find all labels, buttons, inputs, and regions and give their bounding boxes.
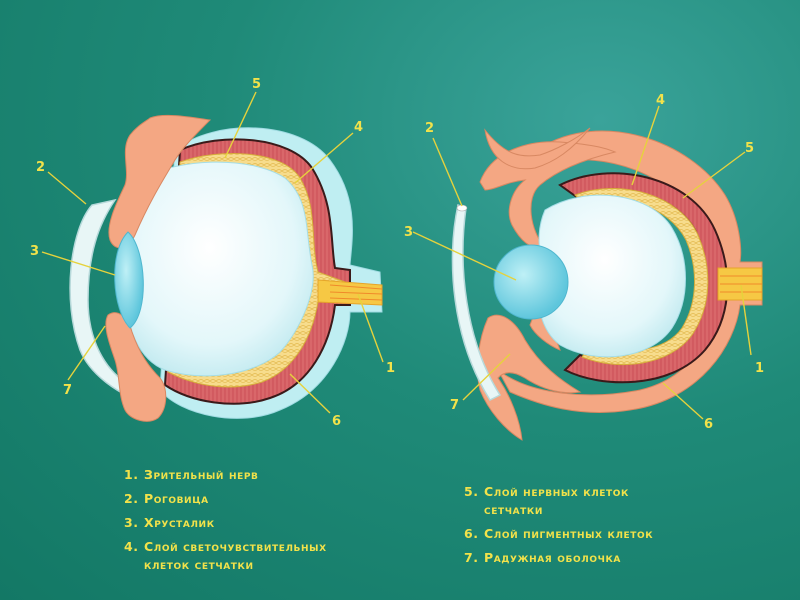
right-eye-pointers xyxy=(412,105,752,420)
left-eye-labels: 5 4 2 3 7 6 1 xyxy=(30,77,395,429)
left-label-3: 3 xyxy=(30,244,39,259)
right-eye-iris-bottom xyxy=(477,314,582,441)
legend-right: 5. Слой нервных клеток сетчатки 6. Слой пи… xyxy=(464,483,653,573)
left-label-5: 5 xyxy=(252,77,261,92)
right-eye-iris-top xyxy=(479,141,617,249)
right-label-4: 4 xyxy=(656,93,665,108)
legend-left: 1. Зрительный нерв 2. Роговица 3. Хрусталик… xyxy=(124,466,327,580)
legend-item-2: 2. Роговица xyxy=(124,490,327,508)
left-label-6: 6 xyxy=(332,414,341,429)
legend-text: Слой нервных клеток xyxy=(484,484,629,499)
legend-text-cont: клеток сетчатки xyxy=(144,557,254,572)
legend-item-6: 6. Слой пигментных клеток xyxy=(464,525,653,543)
legend-number: 7. xyxy=(464,550,479,565)
legend-text: Радужная оболочка xyxy=(484,550,621,565)
legend-item-3: 3. Хрусталик xyxy=(124,514,327,532)
legend-text: Хрусталик xyxy=(144,515,215,530)
legend-text: Зрительный нерв xyxy=(144,467,259,482)
legend-number: 6. xyxy=(464,526,479,541)
legend-number: 4. xyxy=(124,539,139,554)
right-eye-lens xyxy=(493,244,569,320)
left-eye-lens xyxy=(114,231,144,329)
left-label-4: 4 xyxy=(354,120,363,135)
legend-item-7: 7. Радужная оболочка xyxy=(464,549,653,567)
legend-item-5: 5. Слой нервных клеток сетчатки xyxy=(464,483,653,519)
right-eye-iris-top-fold xyxy=(484,127,591,170)
right-eye xyxy=(451,127,763,441)
legend-number: 1. xyxy=(124,467,139,482)
legend-item-4: 4. Слой светочувствительных клеток сетчат… xyxy=(124,538,327,574)
right-label-2: 2 xyxy=(425,121,434,136)
left-label-2: 2 xyxy=(36,160,45,175)
right-label-3: 3 xyxy=(404,225,413,240)
right-label-6: 6 xyxy=(704,417,713,432)
left-eye xyxy=(69,114,383,422)
right-label-7: 7 xyxy=(450,398,459,413)
legend-number: 3. xyxy=(124,515,139,530)
legend-text: Роговица xyxy=(144,491,209,506)
right-eye-cornea xyxy=(451,203,502,401)
right-label-1: 1 xyxy=(755,361,764,376)
legend-text: Слой пигментных клеток xyxy=(484,526,654,541)
legend-number: 2. xyxy=(124,491,139,506)
left-eye-pointers xyxy=(41,91,384,414)
right-eye-nerve-layer xyxy=(574,188,709,366)
right-label-5: 5 xyxy=(745,141,754,156)
legend-text-cont: сетчатки xyxy=(484,502,543,517)
left-label-7: 7 xyxy=(63,383,72,398)
legend-text: Слой светочувствительных xyxy=(144,539,327,554)
right-eye-labels: 2 4 5 3 1 7 6 xyxy=(404,93,764,432)
left-eye-iris-bottom xyxy=(105,312,167,422)
legend-item-1: 1. Зрительный нерв xyxy=(124,466,327,484)
legend-number: 5. xyxy=(464,484,479,499)
left-label-1: 1 xyxy=(386,361,395,376)
